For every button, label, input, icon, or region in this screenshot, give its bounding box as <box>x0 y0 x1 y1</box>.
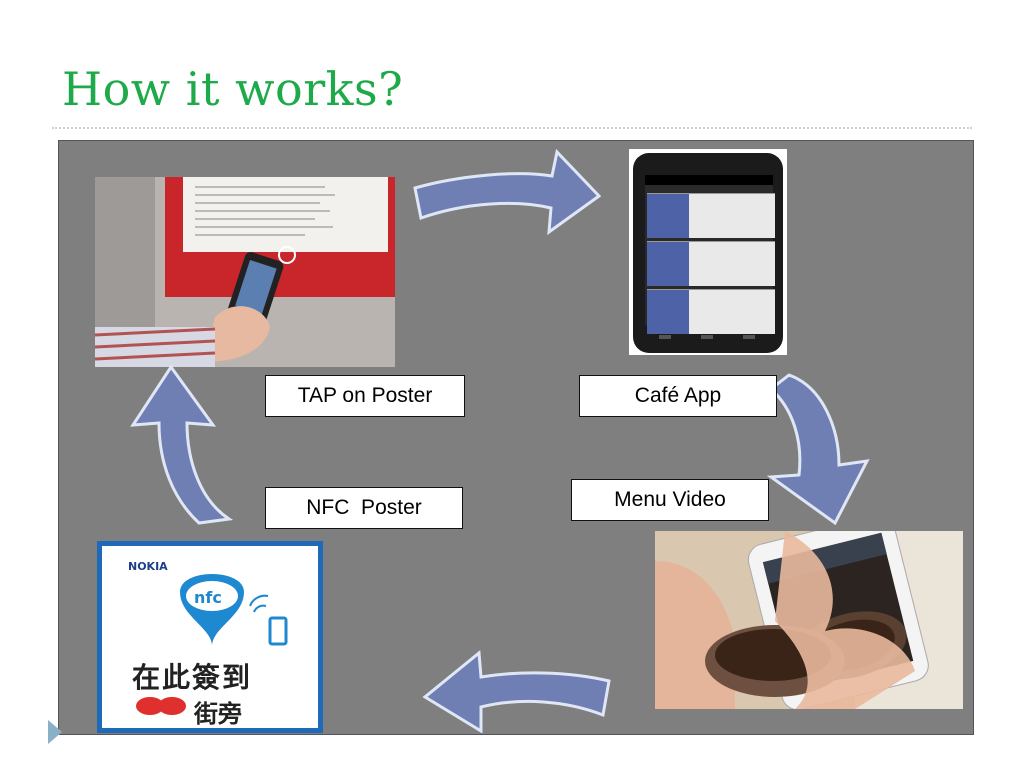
menu-tile <box>647 242 689 286</box>
menu-video-label: Menu Video <box>571 479 769 521</box>
nokia-logo: NOKIA <box>128 560 168 573</box>
arrow-up-icon <box>130 364 234 525</box>
sticker-logo-text: 街旁 <box>194 700 242 728</box>
workflow-diagram: NOKIA nfc 在此簽到 街旁 <box>58 140 974 735</box>
tap-on-poster-label: TAP on Poster <box>265 375 465 417</box>
menu-tile <box>647 290 689 334</box>
arrow-right-icon <box>413 148 602 236</box>
app-menu-item <box>647 241 775 286</box>
app-menu-item <box>647 289 775 334</box>
nfc-poster-label: NFC Poster <box>265 487 463 529</box>
tap-poster-photo <box>95 177 395 367</box>
nfc-logo-text: nfc <box>194 588 222 607</box>
cafe-app-label: Café App <box>579 375 777 417</box>
title-divider <box>52 127 972 129</box>
arrow-down-icon <box>766 373 870 526</box>
sticker-chinese-text: 在此簽到 <box>132 661 253 694</box>
menu-video-photo <box>655 531 963 709</box>
arrow-left-icon <box>422 650 611 733</box>
slide-title: How it works? <box>62 62 404 116</box>
bullet-marker-icon <box>48 720 62 744</box>
app-menu-item <box>647 193 775 238</box>
menu-tile <box>647 194 689 238</box>
cafe-app-phone <box>629 149 787 355</box>
nfc-poster-sticker: NOKIA nfc 在此簽到 街旁 <box>97 541 323 733</box>
